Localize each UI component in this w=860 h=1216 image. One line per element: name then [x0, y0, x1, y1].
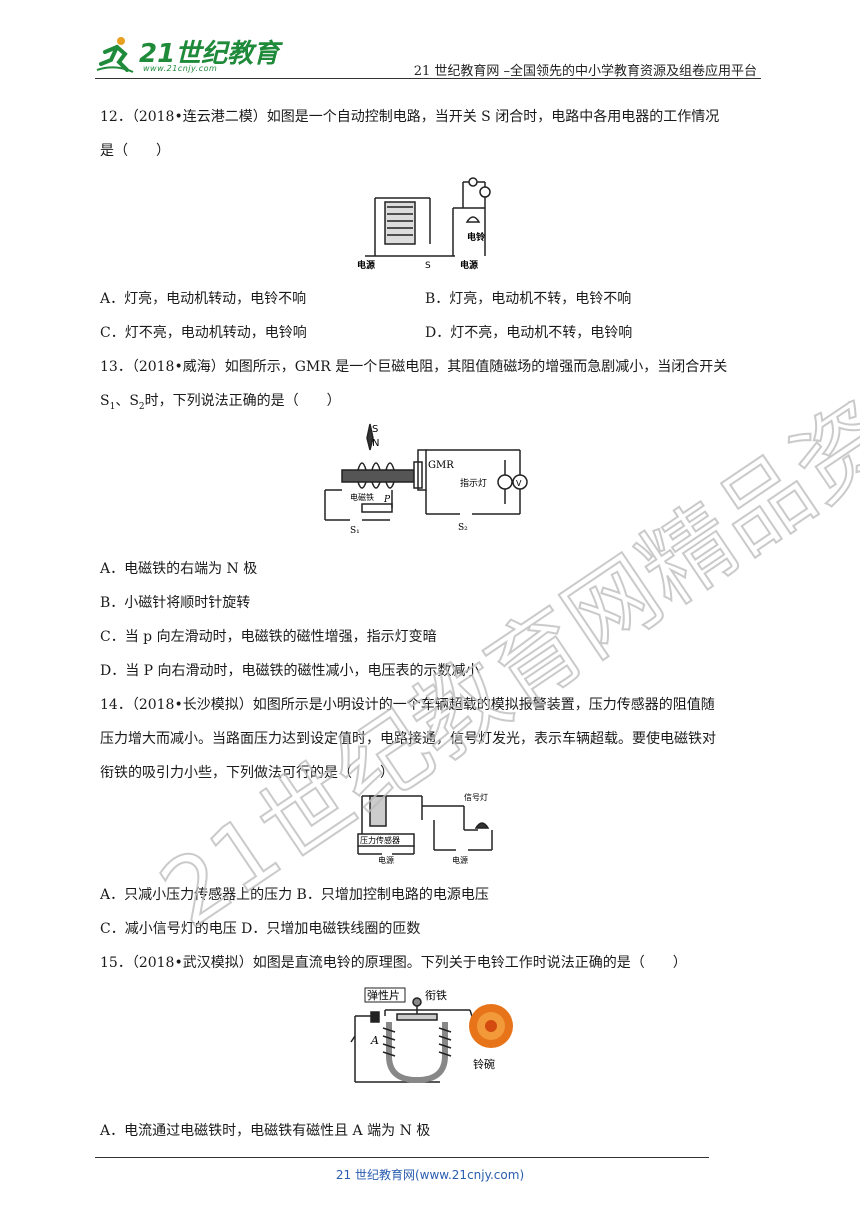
- q13-label-s2: S₂: [458, 523, 468, 533]
- q12-label-power2: 电源: [460, 259, 478, 271]
- q13-option-b: B．小磁针将顺时针旋转: [100, 595, 251, 611]
- q14-stem-line3: 衔铁的吸引力小些，下列做法可行的是（ ）: [100, 765, 394, 781]
- page-header: 21世纪教育 www.21cnjy.com 21 世纪教育网 –全国领先的中小学…: [95, 30, 761, 79]
- q13-label-magnet: 电磁铁: [350, 492, 374, 502]
- q13-label-lamp: 指示灯: [460, 477, 487, 489]
- q15-bell-figure: 弹性片 衔铁 A 铃碗: [350, 987, 513, 1084]
- q14-option-ab: A．只减小压力传感器上的压力 B．只增加控制电路的电源电压: [100, 887, 489, 903]
- q14-circuit-figure: 信号灯 压力传感器 电源 电源: [357, 792, 493, 864]
- q14-stem-line2: 压力增大而减小。当路面压力达到设定值时，电路接通，信号灯发光，表示车辆超载。要使…: [100, 731, 716, 747]
- q13-option-a: A．电磁铁的右端为 N 极: [100, 561, 258, 577]
- q12-label-switch: S: [425, 261, 431, 271]
- q12-label-bell: 电铃: [467, 231, 486, 243]
- q13-stem-line1: 13．（2018•威海）如图所示，GMR 是一个巨磁电阻，其阻值随磁场的增强而急…: [100, 359, 728, 375]
- q12-option-a: A．灯亮，电动机转动，电铃不响: [100, 291, 307, 307]
- q13-label-v: V: [516, 479, 522, 488]
- q13-circuit-figure: S N GMR 指示灯 电磁铁 P S₁ S₂ V: [324, 423, 528, 536]
- q13-label-s: S: [372, 424, 378, 435]
- q15-label-a: A: [370, 1034, 379, 1047]
- q13-label-p: P: [383, 495, 391, 505]
- logo-url: www.21cnjy.com: [143, 64, 218, 73]
- page-footer: 21 世纪教育网(www.21cnjy.com): [335, 1168, 525, 1182]
- q12-option-c: C．灯不亮，电动机转动，电铃响: [100, 325, 307, 341]
- q12-stem-line2: 是（ ）: [100, 143, 170, 159]
- site-logo: 21世纪教育: [95, 34, 279, 74]
- q13-label-s1: S₁: [350, 526, 360, 536]
- q13-option-d: D．当 P 向右滑动时，电磁铁的磁性减小，电压表的示数减小: [100, 663, 480, 679]
- q12-stem-line1: 12．（2018•连云港二模）如图是一个自动控制电路，当开关 S 闭合时，电路中…: [100, 109, 720, 125]
- q12-option-d: D．灯不亮，电动机不转，电铃响: [425, 325, 633, 341]
- q12-option-b: B．灯亮，电动机不转，电铃不响: [425, 291, 632, 307]
- q14-label-sensor: 压力传感器: [360, 835, 400, 845]
- q15-label-spring: 弹性片: [367, 988, 400, 1002]
- q15-option-a: A．电流通过电磁铁时，电磁铁有磁性且 A 端为 N 极: [100, 1123, 431, 1139]
- q12-label-power1: 电源: [357, 259, 375, 271]
- q13-label-gmr: GMR: [428, 460, 454, 471]
- q15-label-armature: 衔铁: [425, 989, 447, 1002]
- q14-stem-line1: 14．（2018•长沙模拟）如图所示是小明设计的一个车辆超载的模拟报警装置，压力…: [100, 697, 715, 713]
- footer-divider: [95, 1157, 709, 1158]
- q12-circuit-figure: 电源 电源 电铃 S: [357, 177, 491, 271]
- q14-label-lamp: 信号灯: [464, 792, 488, 802]
- q15-stem-line1: 15．（2018•武汉模拟）如图是直流电铃的原理图。下列关于电铃工作时说法正确的…: [100, 955, 687, 971]
- runner-icon: [96, 37, 134, 73]
- q13-label-n: N: [372, 438, 379, 449]
- q14-label-power1: 电源: [378, 855, 394, 864]
- logo-text: 21世纪教育: [139, 39, 280, 69]
- q13-stem-line2: S1、S2时，下列说法正确的是（ ）: [100, 393, 341, 412]
- q15-label-bowl: 铃碗: [473, 1057, 495, 1071]
- q13-option-c: C．当 p 向左滑动时，电磁铁的磁性增强，指示灯变暗: [100, 629, 437, 645]
- q14-label-power2: 电源: [452, 855, 468, 864]
- q14-option-cd: C．减小信号灯的电压 D．只增加电磁铁线圈的匝数: [100, 921, 421, 937]
- header-slogan: 21 世纪教育网 –全国领先的中小学教育资源及组卷应用平台: [413, 64, 757, 79]
